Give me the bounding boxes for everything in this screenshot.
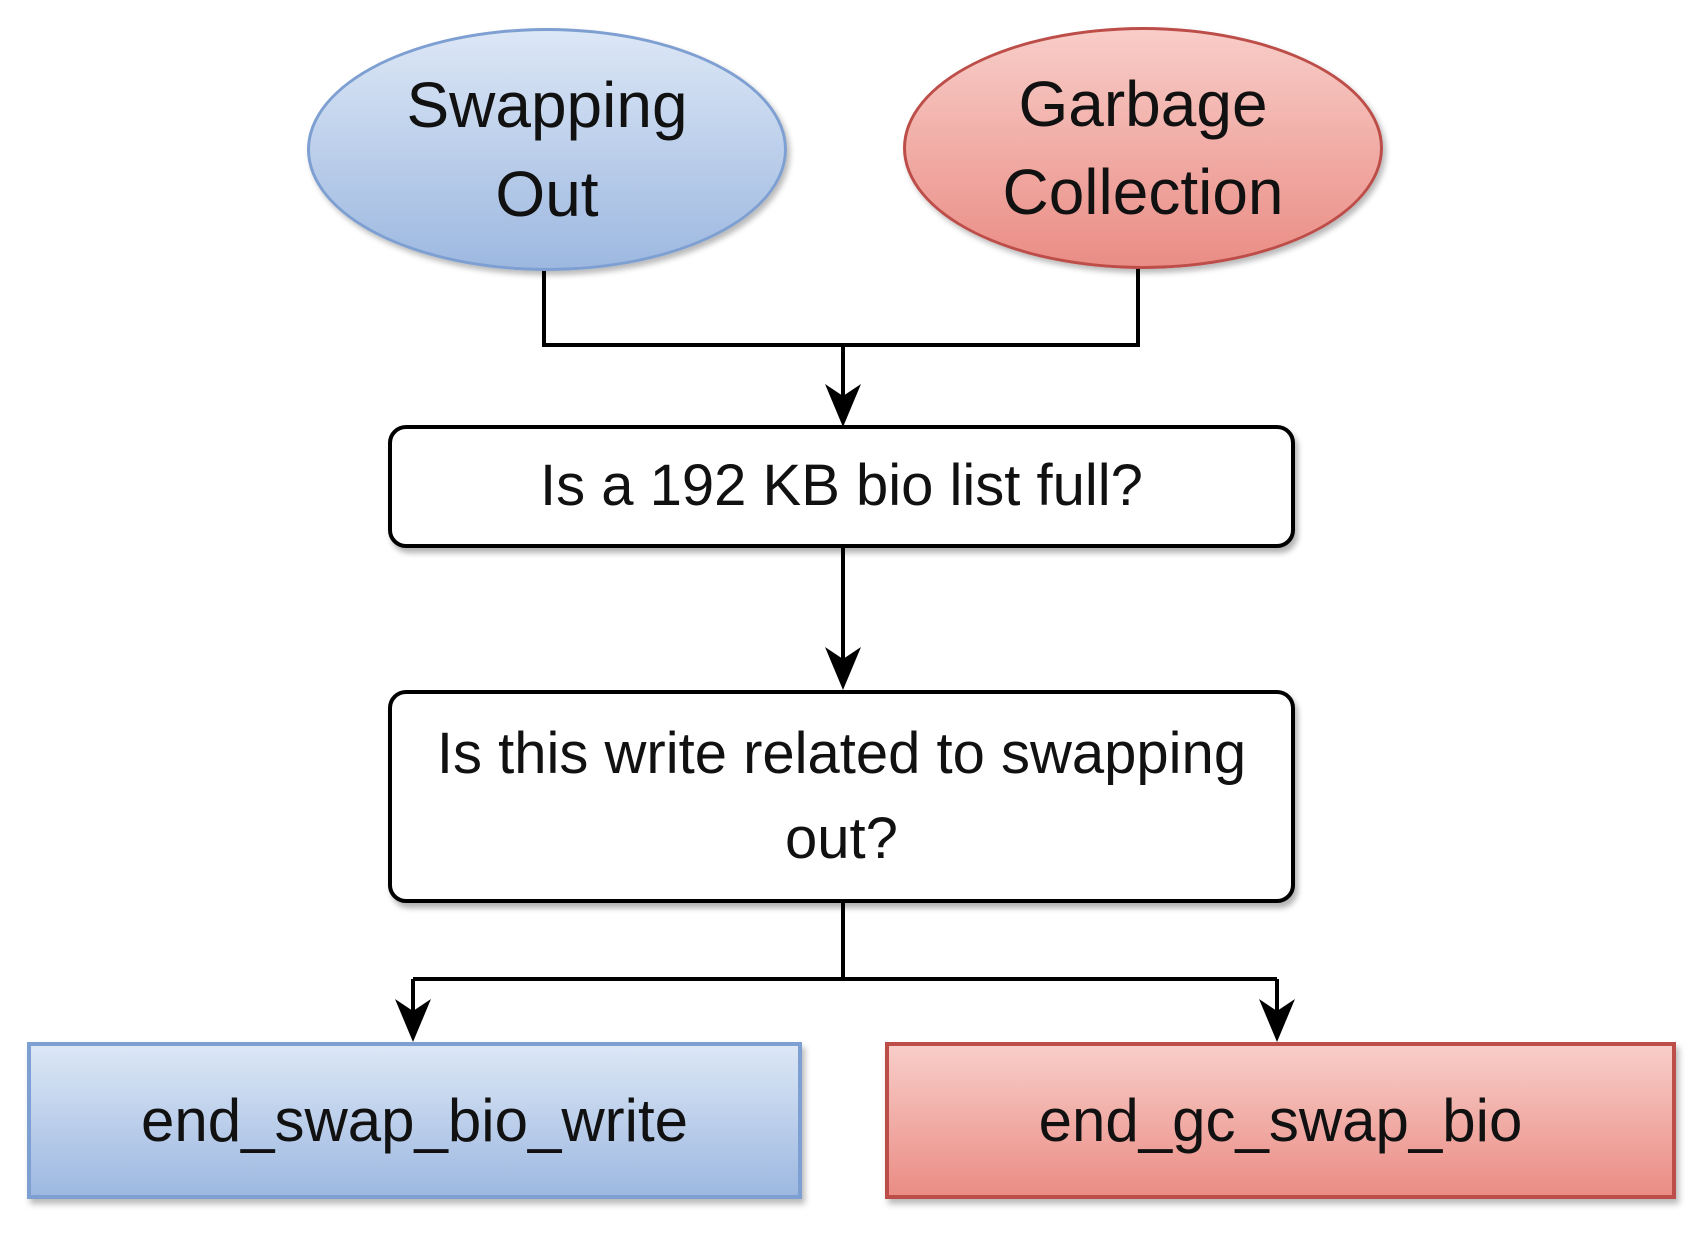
node-bio-list-question: Is a 192 KB bio list full? <box>388 425 1295 548</box>
edge-to-end-swap-bio-write <box>395 979 431 1042</box>
arrowhead-down-icon <box>825 384 861 427</box>
edge-to-end-gc-swap-bio <box>1259 979 1295 1042</box>
node-garbage-collection-label: Garbage Collection <box>1002 67 1284 228</box>
arrowhead-down-icon <box>825 647 861 690</box>
arrowhead-down-icon <box>1259 999 1295 1042</box>
node-bio-list-question-label: Is a 192 KB bio list full? <box>540 453 1143 519</box>
node-swapping-out-label: Swapping Out <box>406 69 688 230</box>
arrowhead-down-icon <box>395 999 431 1042</box>
edge-merge-bar <box>542 343 1140 427</box>
node-end-gc-swap-bio-label: end_gc_swap_bio <box>1038 1087 1523 1154</box>
node-end-swap-bio-write-label: end_swap_bio_write <box>140 1087 689 1154</box>
node-end-gc-swap-bio: end_gc_swap_bio <box>885 1042 1676 1199</box>
node-swap-question: Is this write related to swapping out? <box>388 690 1295 903</box>
edge-question1-to-question2 <box>825 548 861 690</box>
edge-branch-bar <box>413 903 1277 981</box>
node-garbage-collection: Garbage Collection <box>903 27 1383 269</box>
node-swapping-out: Swapping Out <box>307 28 787 271</box>
node-swap-question-label: Is this write related to swapping out? <box>436 720 1247 871</box>
node-end-swap-bio-write: end_swap_bio_write <box>27 1042 802 1199</box>
